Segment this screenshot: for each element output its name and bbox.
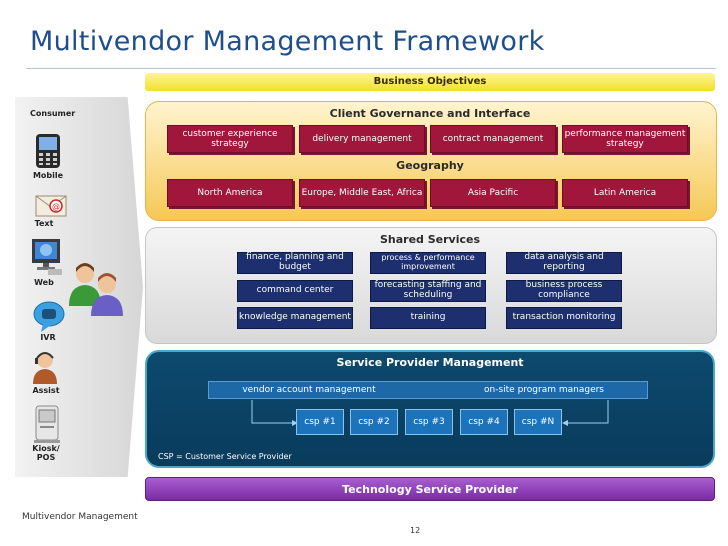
page-title: Multivendor Management Framework (30, 26, 545, 57)
geography-latin-america: Latin America (562, 179, 688, 207)
geography-emea: Europe, Middle East, Africa (299, 179, 425, 207)
footer-text: Multivendor Management (22, 512, 138, 522)
vendor-account-management-label: vendor account management (242, 385, 376, 395)
client-governance-title: Client Governance and Interface (329, 107, 531, 120)
governance-item-customer-experience: customer experience strategy (167, 125, 293, 153)
channel-label-ivr: IVR (40, 333, 56, 342)
shared-item-data-analysis: data analysis and reporting (506, 252, 622, 274)
csp-box-1: csp #1 (296, 409, 344, 435)
geography-asia-pacific: Asia Pacific (430, 179, 556, 207)
shared-item-training: training (370, 307, 486, 329)
consumers-people-icon (69, 263, 123, 316)
business-objectives-bar: Business Objectives (145, 73, 715, 91)
governance-item-delivery-management: delivery management (299, 125, 425, 153)
shared-item-transaction-monitoring: transaction monitoring (506, 307, 622, 329)
governance-item-contract-management: contract management (430, 125, 556, 153)
shared-item-knowledge-management: knowledge management (237, 307, 353, 329)
geography-title: Geography (396, 159, 464, 172)
csp-box-3: csp #3 (405, 409, 453, 435)
service-provider-title: Service Provider Management (336, 356, 524, 369)
onsite-program-managers-label: on-site program managers (484, 385, 604, 395)
governance-item-performance-strategy: performance management strategy (562, 125, 688, 153)
service-provider-bar: vendor account management on-site progra… (208, 381, 648, 399)
csp-box-n: csp #N (514, 409, 562, 435)
csp-box-2: csp #2 (350, 409, 398, 435)
shared-item-command-center: command center (237, 280, 353, 302)
shared-services-title: Shared Services (379, 233, 481, 246)
ivr-phone-icon (33, 301, 65, 332)
consumer-label: Consumer (30, 109, 76, 118)
channel-label-mobile: Mobile (32, 171, 64, 180)
csp-box-4: csp #4 (460, 409, 508, 435)
channel-label-web: Web (34, 278, 54, 287)
text-message-icon: @ (35, 195, 67, 217)
web-browser-icon (32, 239, 62, 275)
shared-item-compliance: business process compliance (506, 280, 622, 302)
geography-north-america: North America (167, 179, 293, 207)
kiosk-icon (34, 405, 60, 443)
shared-item-forecasting: forecasting staffing and scheduling (370, 280, 486, 302)
mobile-phone-icon (36, 134, 60, 168)
shared-item-finance: finance, planning and budget (237, 252, 353, 274)
service-provider-connectors (251, 400, 609, 426)
csp-definition-note: CSP = Customer Service Provider (158, 452, 292, 461)
technology-service-provider-bar: Technology Service Provider (145, 477, 715, 501)
shared-item-process-improvement: process & performance improvement (370, 252, 486, 274)
channel-label-assist: Assist (32, 386, 60, 395)
page-number: 12 (410, 526, 421, 535)
title-divider (26, 68, 716, 69)
assist-agent-icon (33, 352, 57, 384)
channel-label-kiosk-pos: Kiosk/ POS (32, 444, 60, 462)
channel-label-text: Text (34, 219, 54, 228)
svg-text:@: @ (52, 202, 60, 211)
